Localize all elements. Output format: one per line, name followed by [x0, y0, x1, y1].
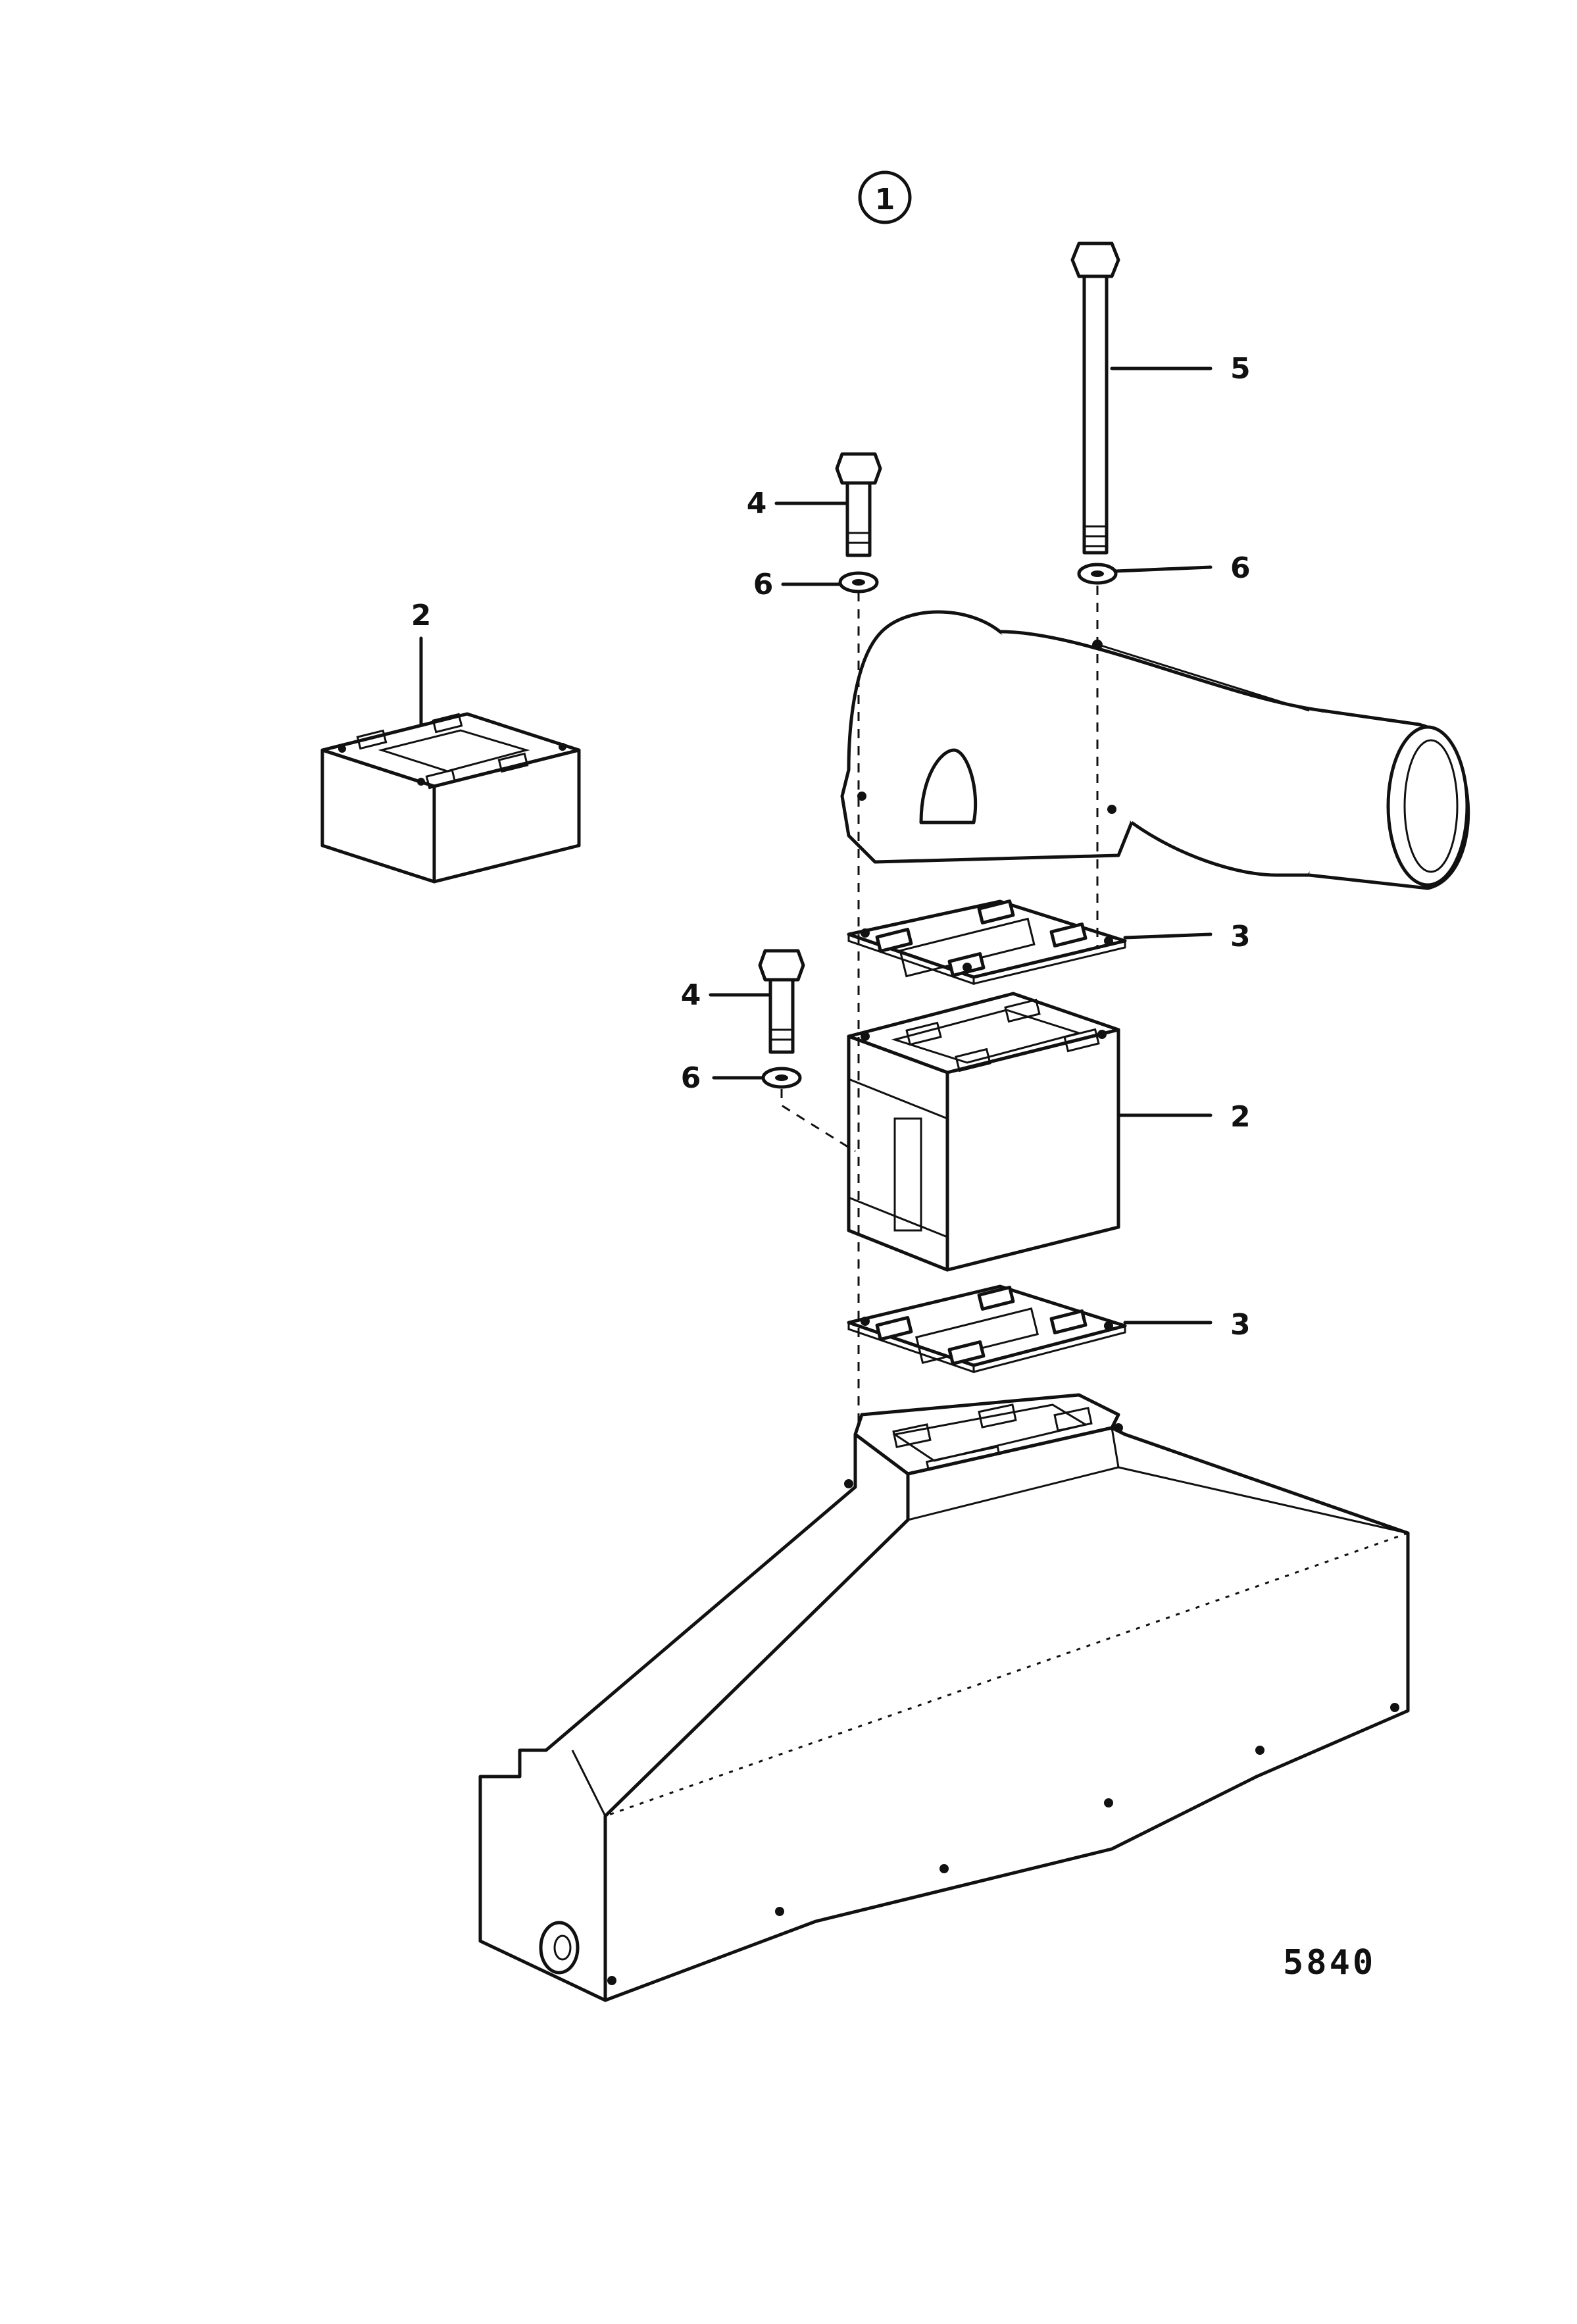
leader-washer-upper-right [1114, 565, 1213, 573]
assembly-path-washer-lower [780, 1089, 856, 1153]
gasket-lower [847, 1284, 1127, 1374]
exhaust-elbow [840, 610, 1470, 890]
view-number-label: 1 [875, 183, 895, 216]
callout-short-bolt-upper: 4 [747, 487, 767, 520]
short-bolt-lower [758, 949, 805, 1054]
spacer-block-loose [320, 712, 581, 884]
washer-upper-right [1077, 563, 1118, 585]
callout-washer-upper-right: 6 [1230, 551, 1251, 585]
view-number-marker: 1 [858, 170, 912, 224]
callout-gasket-lower: 3 [1230, 1308, 1251, 1342]
callout-washer-upper-left: 6 [753, 568, 774, 601]
view-number-circle [858, 170, 912, 224]
callout-washer-lower: 6 [681, 1061, 701, 1095]
callout-spacer-loose: 2 [411, 599, 432, 632]
exhaust-riser [478, 1393, 1410, 2002]
callout-spacer-stack: 2 [1230, 1100, 1251, 1134]
short-bolt-upper [835, 452, 882, 557]
callout-long-bolt: 5 [1230, 352, 1251, 386]
assembly-alignment-lines [857, 586, 1099, 1428]
spacer-block-stack [847, 992, 1120, 1272]
washer-lower [761, 1067, 802, 1089]
washer-upper-left [838, 571, 879, 594]
drawing-number: 5840 [1283, 1943, 1376, 1983]
callout-gasket-upper: 3 [1230, 920, 1251, 953]
callout-short-bolt-lower: 4 [681, 978, 701, 1012]
long-bolt [1070, 241, 1120, 555]
leader-gasket-upper [1123, 932, 1213, 940]
gasket-upper [847, 899, 1127, 986]
